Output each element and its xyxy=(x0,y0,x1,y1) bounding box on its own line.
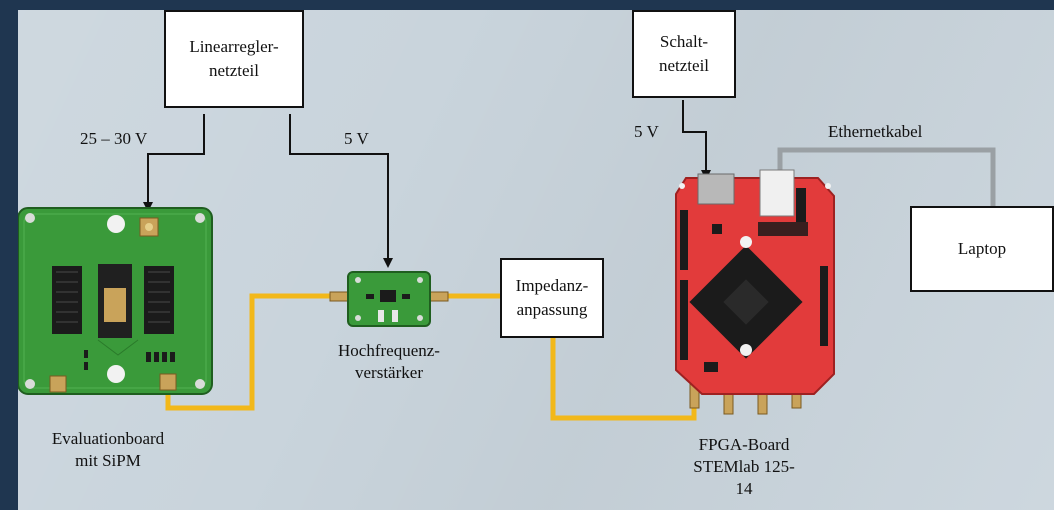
ethernet-cable xyxy=(777,147,996,208)
voltage-label-amplifier: 5 V xyxy=(344,129,369,148)
wire-switch-to-fpga xyxy=(682,100,711,180)
switch-supply-line-1: Schalt- xyxy=(659,32,709,51)
laptop-box: Laptop xyxy=(910,206,1054,292)
impedance-matching-box: Impedanz- anpassung xyxy=(500,258,604,338)
evalboard-caption-line-1: Evaluationboard xyxy=(51,429,165,448)
fpga-caption: FPGA-Board STEMlab 125- 14 xyxy=(674,434,814,500)
fpga-caption-line-1: FPGA-Board xyxy=(698,435,790,454)
linear-supply-line-1: Linearregler- xyxy=(189,37,279,56)
fpga-board-image xyxy=(675,169,835,415)
evalboard-caption: Evaluationboard mit SiPM xyxy=(28,428,188,472)
fpga-caption-line-3: 14 xyxy=(735,479,753,498)
impedance-line-1: Impedanz- xyxy=(515,276,589,295)
diagram-graphics xyxy=(18,100,996,421)
fpga-caption-line-2: STEMlab 125- xyxy=(693,457,795,476)
voltage-label-fpga: 5 V xyxy=(634,122,659,141)
voltage-label-evalboard: 25 – 30 V xyxy=(80,129,148,148)
linear-regulator-power-supply-box: Linearregler- netzteil xyxy=(164,10,304,108)
switch-supply-line-2: netzteil xyxy=(658,56,710,75)
diagram-canvas: Linearregler- netzteil Schalt- netzteil … xyxy=(18,10,1054,510)
switching-power-supply-box: Schalt- netzteil xyxy=(632,10,736,98)
amplifier-caption-line-2: verstärker xyxy=(355,363,423,382)
wire-linear-to-evalboard xyxy=(143,114,205,212)
coax-evalboard-to-amplifier xyxy=(165,293,336,411)
coax-impedance-to-fpga xyxy=(550,336,697,421)
amplifier-board-image xyxy=(329,271,449,327)
linear-supply-line-2: netzteil xyxy=(208,61,259,80)
amplifier-caption-line-1: Hochfrequenz- xyxy=(338,341,440,360)
impedance-line-2: anpassung xyxy=(516,300,588,319)
laptop-label: Laptop xyxy=(957,239,1007,258)
evaluation-board-image xyxy=(18,207,213,395)
amplifier-caption: Hochfrequenz- verstärker xyxy=(314,340,464,384)
evalboard-caption-line-2: mit SiPM xyxy=(75,451,141,470)
wire-linear-to-amplifier xyxy=(289,114,393,268)
ethernet-cable-label: Ethernetkabel xyxy=(828,122,923,141)
